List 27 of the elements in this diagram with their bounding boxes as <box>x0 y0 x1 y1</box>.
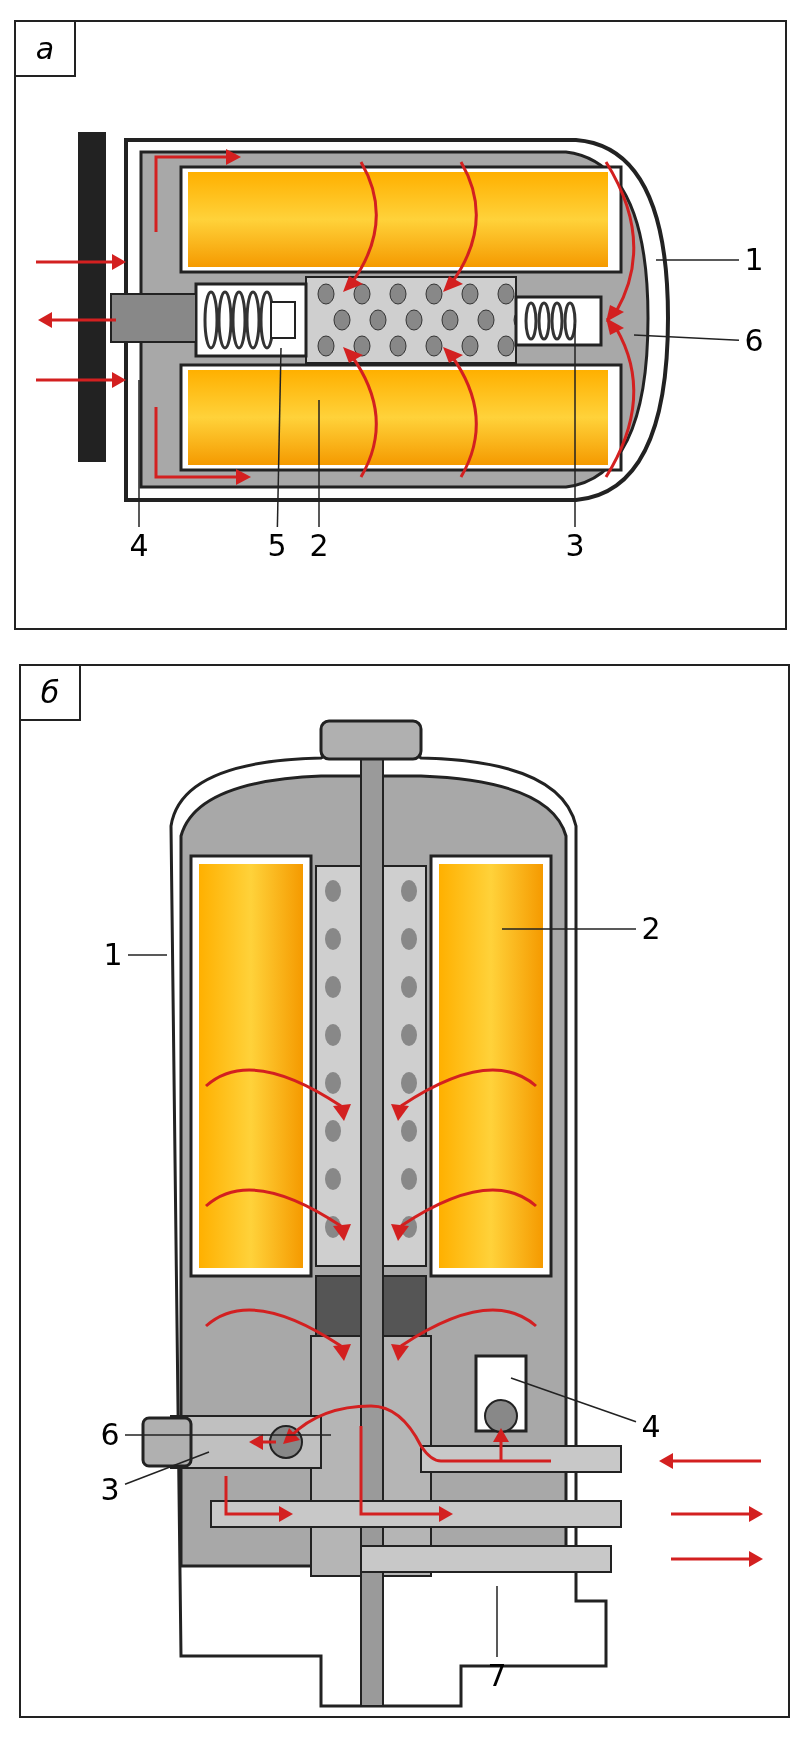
leader-line <box>124 1451 210 1485</box>
leader-line <box>655 259 740 261</box>
leader-line <box>633 334 740 341</box>
leader-line <box>574 323 576 528</box>
callout-number: 5 <box>264 529 290 563</box>
callout-number: 1 <box>741 243 767 277</box>
callout-number: 4 <box>126 529 152 563</box>
callout-number: 6 <box>741 324 767 358</box>
callout-number: 2 <box>306 529 332 563</box>
panel-letter: б <box>21 666 81 721</box>
leader-line <box>496 1585 498 1658</box>
callout-number: 6 <box>97 1418 123 1452</box>
figure-panel <box>14 20 787 630</box>
figure-panel <box>19 664 790 1718</box>
leader-line <box>127 954 168 956</box>
callout-number: 7 <box>484 1659 510 1693</box>
callout-number: 3 <box>562 529 588 563</box>
callout-number: 1 <box>100 938 126 972</box>
callout-number: 3 <box>97 1473 123 1507</box>
leader-line <box>510 1377 637 1423</box>
panel-letter: а <box>16 22 76 77</box>
callout-number: 2 <box>638 912 664 946</box>
leader-line <box>138 379 140 528</box>
leader-line <box>318 399 320 528</box>
leader-line <box>501 928 637 930</box>
leader-line <box>276 347 282 528</box>
callout-number: 4 <box>638 1410 664 1444</box>
